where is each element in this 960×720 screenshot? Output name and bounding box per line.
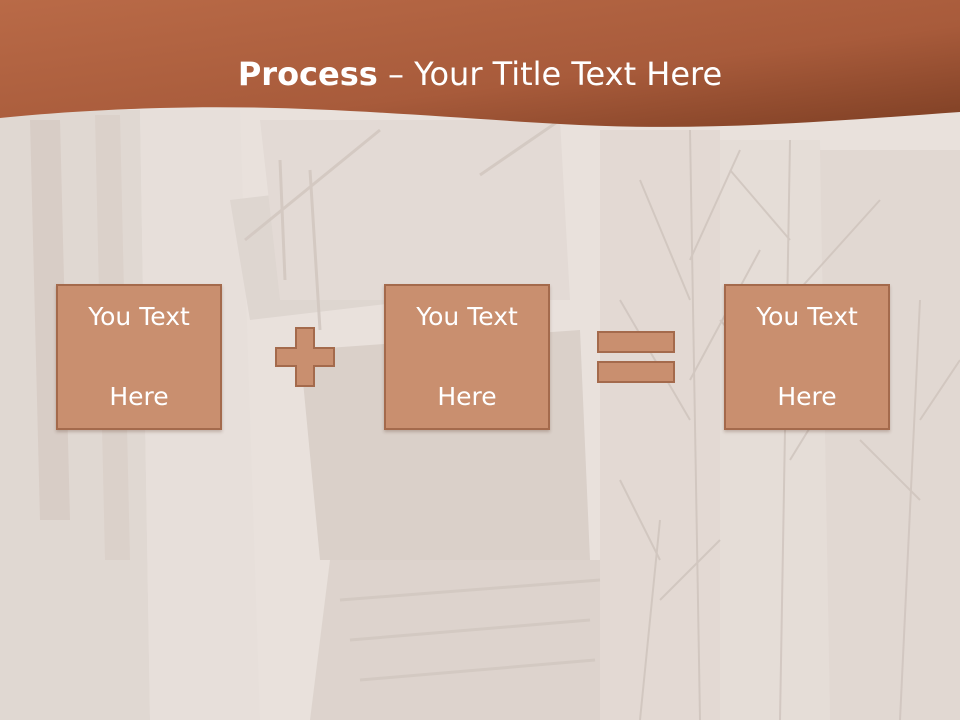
- box-2-line-1: You Text: [416, 302, 518, 331]
- process-box-1[interactable]: You Text Here: [56, 284, 222, 430]
- title-banner: [0, 0, 960, 127]
- equals-icon: [597, 331, 675, 383]
- slide-title: Process – Your Title Text Here: [0, 52, 960, 96]
- title-bold-part: Process: [237, 55, 378, 93]
- plus-icon: [275, 327, 335, 387]
- process-box-2[interactable]: You Text Here: [384, 284, 550, 430]
- process-box-3[interactable]: You Text Here: [724, 284, 890, 430]
- box-3-line-2: Here: [777, 382, 837, 411]
- box-3-line-1: You Text: [756, 302, 858, 331]
- title-main-text: Your Title Text Here: [414, 55, 723, 93]
- box-2-line-2: Here: [437, 382, 497, 411]
- title-dash: –: [377, 55, 415, 93]
- box-1-line-1: You Text: [88, 302, 190, 331]
- box-1-line-2: Here: [109, 382, 169, 411]
